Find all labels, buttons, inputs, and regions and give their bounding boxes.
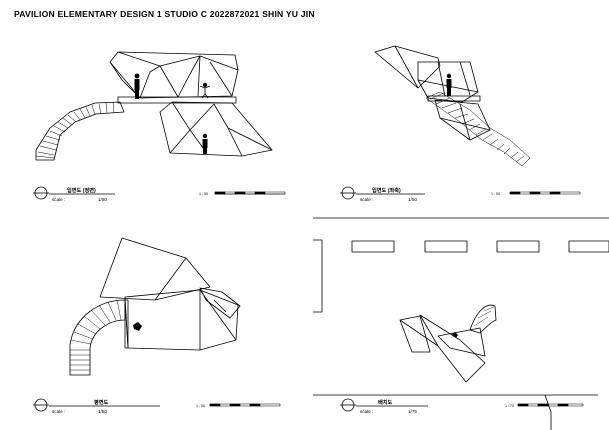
floor-plan-title: 평면도: [94, 400, 109, 406]
side-elevation-scale-value: 1/50: [408, 197, 417, 202]
site-plan-title: 배치도: [378, 400, 393, 406]
front-elevation-scale-label: scale :: [52, 197, 66, 202]
front-elevation-scale-value: 1/50: [98, 197, 107, 202]
floor-plan-scale-label: scale :: [52, 409, 66, 414]
floor-plan-bar-label: 1 : 50: [196, 404, 205, 408]
front-elevation-bar-label: 1 : 50: [199, 192, 208, 196]
side-elevation-scale-label: scale :: [360, 197, 374, 202]
side-elevation-bar-label: 1 : 50: [491, 192, 500, 196]
floor-plan-scale-value: 1/50: [98, 409, 107, 414]
front-elevation-drawing: [33, 51, 286, 200]
side-elevation-title: 입면도 (좌측): [372, 188, 401, 194]
site-plan-drawing: [313, 217, 609, 430]
floor-plan-drawing: [33, 237, 281, 412]
site-plan-bar-label: 1 : 75: [505, 404, 514, 408]
site-plan-scale-value: 1/75: [408, 409, 417, 414]
side-elevation-drawing: [340, 45, 581, 200]
site-plan-scale-label: scale :: [360, 409, 374, 414]
sheet-title: PAVILION ELEMENTARY DESIGN 1 STUDIO C 20…: [14, 9, 315, 19]
front-elevation-title: 입면도 (정면): [67, 188, 96, 194]
